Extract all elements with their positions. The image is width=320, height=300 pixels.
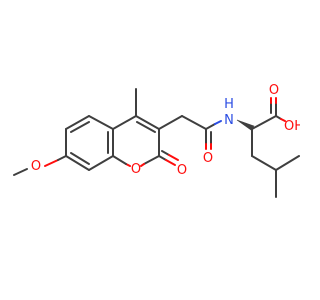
bond-methyl-methoxy <box>13 168 28 176</box>
bond-c2-lactone-o-inner <box>161 150 170 156</box>
acid-oxygen-label: O <box>269 83 279 98</box>
bond-c5-c4a <box>88 115 114 130</box>
bond-c8-c7 <box>65 155 90 171</box>
atom-labels: O O O O N H O OH <box>31 83 300 178</box>
amide-oxygen-label: O <box>203 151 213 166</box>
bond-c6-c5 <box>65 115 90 130</box>
bond-c6-c5-inner <box>70 121 90 133</box>
bond-c8a-ring-o <box>112 155 127 165</box>
hydroxyl-label: OH <box>284 119 300 134</box>
bond-c2-lactone-o <box>158 155 167 161</box>
bond-c2-ring-o <box>143 155 160 165</box>
lactone-oxygen-label: O <box>177 163 187 178</box>
chemical-structure: O O O O N H O OH <box>13 83 300 198</box>
bond-methoxy-c7 <box>57 155 67 161</box>
bond-lactone-o <box>165 159 176 166</box>
bond-c8a-c8 <box>88 155 114 171</box>
bond-acid-oh <box>280 118 286 122</box>
bond-alpha-acid-c <box>251 115 277 130</box>
bond-ring-o-c2 <box>140 163 145 167</box>
bond-ch-methyl-2 <box>275 155 300 171</box>
bond-layer <box>13 88 300 198</box>
bond-amide-n <box>214 120 222 125</box>
amide-hydrogen-label: H <box>224 97 234 112</box>
bond-amide-c-n <box>205 123 216 130</box>
bond-ch2-amide-c <box>181 115 207 130</box>
ring-oxygen-label: O <box>131 162 141 177</box>
amide-nitrogen-label: N <box>224 113 234 128</box>
bond-c4a-c4 <box>112 115 137 130</box>
bond-c3-ch2 <box>158 115 183 130</box>
methoxy-oxygen-label: O <box>31 159 41 174</box>
bond-lactone-o-inner <box>168 154 179 161</box>
bond-c4-c3-inner <box>136 121 156 133</box>
bond-c4-c3 <box>135 115 160 130</box>
bond-c8-c7-inner <box>70 152 90 165</box>
bond-methoxy-o <box>44 159 59 167</box>
bond-ch2-ch <box>251 155 277 171</box>
